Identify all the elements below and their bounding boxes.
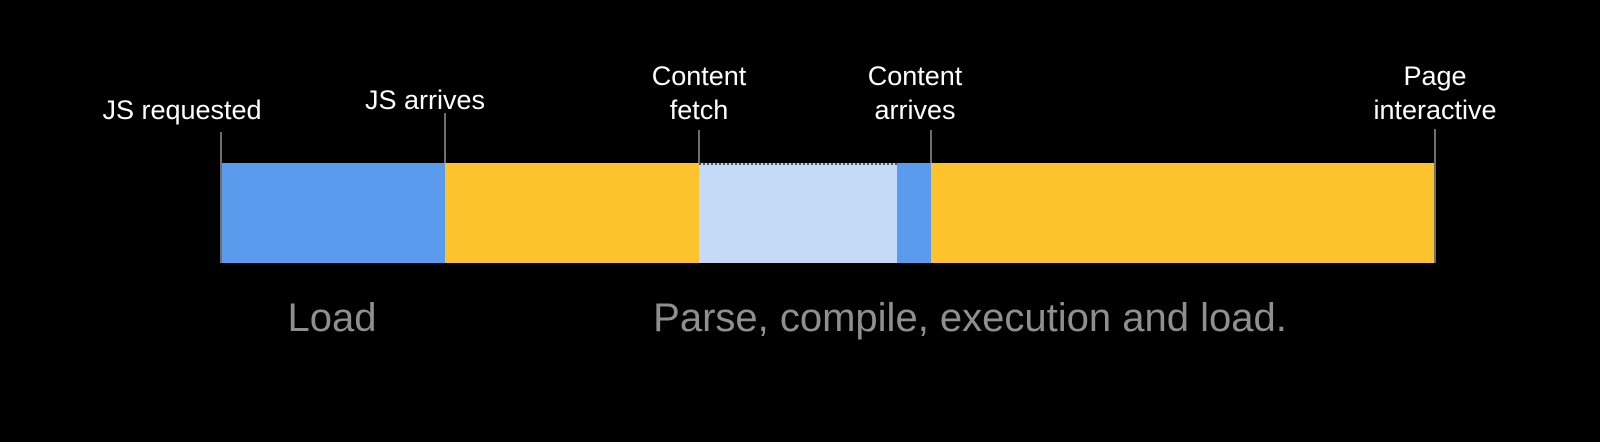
tick-js-arrives [444, 113, 446, 163]
timeline-bar [220, 163, 1435, 263]
segment-parse-second [931, 163, 1435, 263]
tick-content-fetch [698, 130, 700, 163]
label-js-requested-text: JS requested [102, 95, 262, 125]
tick-page-interactive [1434, 129, 1436, 263]
segment-content-arrive [897, 163, 931, 263]
caption-load: Load [287, 296, 377, 340]
label-page-interactive-line1: Page [1403, 61, 1467, 91]
label-js-arrives-text: JS arrives [364, 85, 486, 115]
label-content-arrives: Content arrives [868, 59, 963, 127]
segment-js-download [220, 163, 445, 263]
label-content-arrives-line2: arrives [874, 95, 956, 125]
tick-content-arrives [930, 130, 932, 163]
caption-parse-compile: Parse, compile, execution and load. [653, 296, 1287, 340]
label-page-interactive-line2: interactive [1373, 95, 1497, 125]
label-page-interactive: Page interactive [1373, 59, 1496, 127]
segment-parse-first [445, 163, 699, 263]
label-content-fetch-line1: Content [651, 61, 747, 91]
tick-js-requested [220, 132, 222, 263]
label-content-fetch-line2: fetch [669, 95, 729, 125]
label-content-fetch: Content fetch [652, 59, 747, 127]
label-js-requested: JS requested [102, 93, 261, 127]
label-js-arrives: JS arrives [365, 83, 485, 117]
label-content-arrives-line1: Content [867, 61, 963, 91]
segment-content-fetch [699, 163, 897, 263]
